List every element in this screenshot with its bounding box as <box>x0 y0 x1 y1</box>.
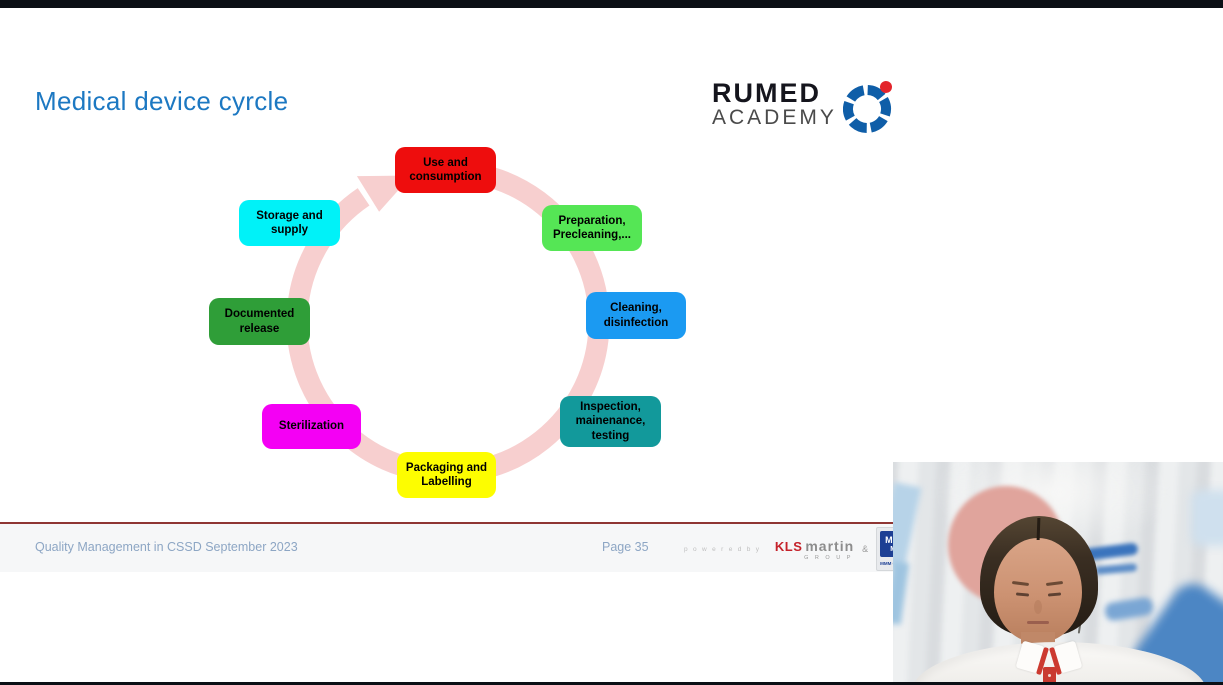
cycle-step-preparation-precleaning: Preparation, Precleaning,... <box>542 205 642 251</box>
rumed-logo-name: RUMED <box>712 78 821 108</box>
cycle-step-inspection-maintenance-testing: Inspection, mainenance, testing <box>560 396 661 447</box>
cycle-step-use-and-consumption: Use and consumption <box>395 147 496 193</box>
rumed-red-dot <box>879 81 892 93</box>
rumed-logo-text: RUMED ACADEMY <box>712 80 837 129</box>
rumed-circle-icon <box>842 81 892 133</box>
top-letterbox-bar <box>0 0 1223 8</box>
ampersand-label: & <box>862 544 869 554</box>
slide-title: Medical device cyrcle <box>35 86 289 116</box>
footer-document-title: Quality Management in CSSD September 202… <box>35 540 298 554</box>
kls-martin-logo: KLS martin G R O U P <box>775 538 854 561</box>
footer-page-number: Page 35 <box>602 540 649 554</box>
cycle-step-storage-supply: Storage and supply <box>239 200 340 246</box>
webcam-right-light <box>1191 490 1223 546</box>
kls-martin-logo-row: KLS martin <box>775 538 854 554</box>
cycle-step-cleaning-disinfection: Cleaning, disinfection <box>586 292 686 339</box>
presenter-webcam-view <box>893 462 1223 685</box>
presenter-face <box>994 538 1082 642</box>
kls-group-label: G R O U P <box>804 554 853 561</box>
powered-by-label: p o w e r e d b y <box>684 545 761 553</box>
bottom-letterbox-bar <box>0 682 1223 685</box>
footer-sponsor-logos: p o w e r e d b y KLS martin G R O U P &… <box>684 527 911 571</box>
cycle-step-sterilization: Sterilization <box>262 404 361 449</box>
presenter-nose <box>1034 600 1042 614</box>
cycle-step-packaging-labelling: Packaging and Labelling <box>397 452 496 498</box>
martin-logo-text: martin <box>805 537 855 554</box>
presenter-shirt-button <box>1048 674 1051 677</box>
presenter-mouth <box>1027 621 1049 624</box>
cycle-step-documented-release: Documented release <box>209 298 310 345</box>
mmm-logo-mm: MM <box>885 535 901 545</box>
rumed-logo-sub: ACADEMY <box>712 106 837 129</box>
kls-logo-text: KLS <box>774 538 803 554</box>
rumed-academy-logo: RUMED ACADEMY <box>712 80 895 134</box>
